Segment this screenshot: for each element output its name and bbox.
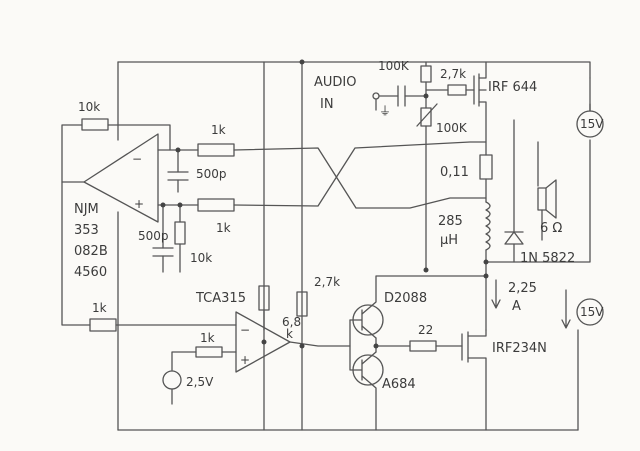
voltage-arrow bbox=[561, 289, 571, 329]
label-mosfet-irf644: IRF 644 bbox=[488, 80, 537, 95]
label-r-1k-ref: 1k bbox=[200, 331, 215, 345]
cap-500p-upper bbox=[167, 149, 189, 193]
label-inductor-value: 285 bbox=[438, 214, 463, 229]
bottom-rail bbox=[117, 211, 579, 431]
transistor-d2088 bbox=[349, 275, 487, 339]
mosfet-irf234n bbox=[461, 329, 487, 431]
label-transistor-pnp: A684 bbox=[382, 377, 416, 392]
resistor-6-8k bbox=[258, 285, 270, 331]
opamp-minus-sign: − bbox=[132, 152, 142, 166]
label-supply-top: 15V bbox=[580, 117, 604, 131]
reference-source bbox=[162, 346, 237, 405]
junction-dots bbox=[160, 59, 489, 349]
pot-100k bbox=[416, 103, 438, 271]
resistor-2-7k-gate bbox=[425, 84, 475, 96]
current-arrow bbox=[491, 279, 501, 309]
label-cap-500p-lower: 500p bbox=[138, 229, 169, 243]
transistor-a684 bbox=[349, 319, 384, 431]
label-cap-500p-upper: 500p bbox=[196, 167, 227, 181]
resistor-22 bbox=[375, 340, 463, 352]
speaker-6ohm bbox=[537, 141, 557, 241]
label-current-value: 2,25 bbox=[508, 281, 537, 296]
resistor-10k-feedback bbox=[81, 118, 109, 131]
label-diode: 1N 5822 bbox=[520, 251, 575, 266]
right-rail bbox=[485, 139, 591, 263]
label-r-22: 22 bbox=[418, 323, 433, 337]
ground-mark-audio: ⏚ bbox=[379, 104, 391, 118]
label-speaker: 6 Ω bbox=[540, 221, 562, 236]
comparator-minus-sign: − bbox=[240, 323, 250, 337]
resistor-1k-mid bbox=[61, 181, 237, 332]
resistor-10k-bias bbox=[174, 204, 186, 273]
label-r-1k-upper: 1k bbox=[211, 123, 226, 137]
label-current-unit: A bbox=[512, 299, 521, 314]
label-r-sense: 0,11 bbox=[440, 165, 469, 180]
resistor-2-7k-mid bbox=[296, 291, 308, 317]
label-r-6-8k-unit: k bbox=[286, 327, 293, 341]
label-r-100k-top: 100K bbox=[378, 59, 410, 73]
sense-wire-lower bbox=[233, 141, 487, 207]
label-r-1k-mid: 1k bbox=[92, 301, 107, 315]
label-r-6-8k-value: 6,8 bbox=[282, 315, 301, 329]
opamp-plus-sign: + bbox=[134, 197, 144, 211]
audio-input-jack bbox=[372, 85, 427, 111]
label-r-2-7k-top: 2,7k bbox=[440, 67, 466, 81]
label-r-10k-feedback: 10k bbox=[78, 100, 100, 114]
top-rail bbox=[117, 61, 591, 141]
label-opamp-082b: 082B bbox=[74, 244, 108, 259]
label-mosfet-irf234n: IRF234N bbox=[492, 341, 547, 356]
label-opamp-353: 353 bbox=[74, 223, 99, 238]
label-transistor-npn: D2088 bbox=[384, 291, 427, 306]
supply-15v-bottom bbox=[576, 298, 604, 326]
label-r-1k-lower: 1k bbox=[216, 221, 231, 235]
comparator-plus-sign: + bbox=[240, 353, 250, 367]
label-r-2-7k-mid: 2,7k bbox=[314, 275, 340, 289]
label-comparator: TCA315 bbox=[195, 291, 246, 306]
label-inductor-unit: μH bbox=[440, 233, 458, 248]
mosfet-irf644 bbox=[473, 61, 487, 156]
diode-1n5822 bbox=[504, 119, 524, 263]
label-audio-in: IN bbox=[320, 97, 334, 112]
sense-wire-upper bbox=[233, 147, 487, 209]
comparator-tca315 bbox=[235, 311, 351, 373]
cap-500p-lower bbox=[152, 204, 174, 273]
label-opamp-4560: 4560 bbox=[74, 265, 107, 280]
label-opamp-njm: NJM bbox=[74, 202, 99, 217]
label-ref-voltage: 2,5V bbox=[186, 375, 214, 389]
label-r-10k-bias: 10k bbox=[190, 251, 212, 265]
label-audio: AUDIO bbox=[314, 75, 357, 90]
label-supply-bottom: 15V bbox=[580, 305, 604, 319]
label-pot-100k: 100K bbox=[436, 121, 468, 135]
